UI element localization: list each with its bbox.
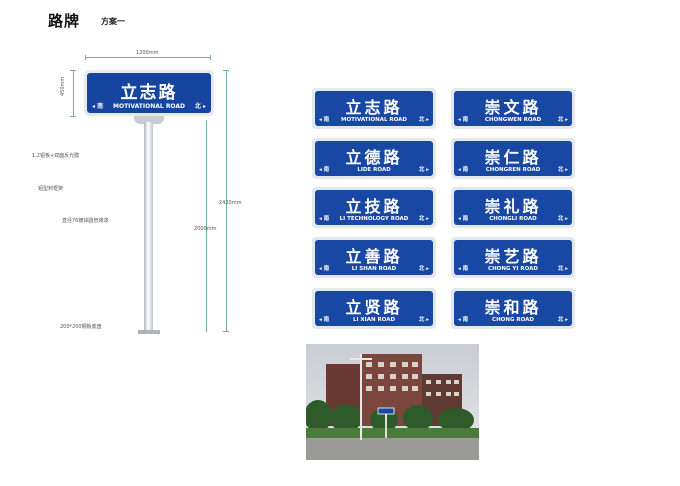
sign-name-en: CHONG YI ROAD <box>488 266 538 272</box>
sign-direction-right: 北 ▸ <box>557 317 568 323</box>
sign-direction-left: ◂ 南 <box>458 317 469 323</box>
road-sign: 立志路 ◂ 南 MOTIVATIONAL ROAD 北 ▸ <box>312 88 436 129</box>
width-dimension-label: 1200mm <box>136 50 159 56</box>
sign-name-cn: 立志路 <box>345 98 403 117</box>
sign-direction-right: 北 ▸ <box>557 266 568 272</box>
sign-name-cn: 崇文路 <box>484 98 542 117</box>
sign-direction-left: ◂ 南 <box>319 216 330 222</box>
sign-name-cn: 崇仁路 <box>484 148 542 167</box>
sign-direction-right: 北 ▸ <box>418 317 429 323</box>
road-sign: 立贤路 ◂ 南 LI XIAN ROAD 北 ▸ <box>312 288 436 329</box>
sign-height-dimension-label: 450mm <box>60 76 66 96</box>
sign-name-en: CHONGREN ROAD <box>485 167 541 173</box>
sign-direction-left: ◂ 南 <box>319 167 330 173</box>
sign-direction-left: ◂ 南 <box>458 117 469 123</box>
road-sign: 立技路 ◂ 南 LI TECHNOLOGY ROAD 北 ▸ <box>312 187 436 228</box>
sign-direction-right: 北 ▸ <box>557 117 568 123</box>
sign-bracket <box>134 116 164 124</box>
sign-name-cn: 崇礼路 <box>484 197 542 216</box>
pole-spec-label: 直径76镀锌圆管烤漆 <box>62 218 109 224</box>
sign-direction-left: ◂ 南 <box>458 216 469 222</box>
dimension-tick <box>223 331 229 332</box>
frame-spec-label: 铝型材框架 <box>38 186 64 192</box>
road-sign: 立善路 ◂ 南 LI SHAN ROAD 北 ▸ <box>312 237 436 278</box>
sign-direction-right: 北 ▸ <box>557 167 568 173</box>
main-sign-direction-right: 北 ▸ <box>194 103 206 110</box>
page-title: 路牌 <box>48 12 81 30</box>
road-sign: 崇和路 ◂ 南 CHONG ROAD 北 ▸ <box>451 288 575 329</box>
pole-height-dimension-label: 2000mm <box>194 226 217 232</box>
road-sign: 崇艺路 ◂ 南 CHONG YI ROAD 北 ▸ <box>451 237 575 278</box>
panel-spec-label: 1.2铝板+双面反光膜 <box>32 153 80 159</box>
width-dimension-line <box>85 55 211 60</box>
sign-name-en: CHONGWEN ROAD <box>484 117 542 123</box>
sign-direction-left: ◂ 南 <box>319 117 330 123</box>
sign-name-en: LI XIAN ROAD <box>352 317 396 323</box>
sign-direction-left: ◂ 南 <box>319 317 330 323</box>
site-photo <box>306 344 479 460</box>
sign-name-en: CHONG ROAD <box>492 317 534 323</box>
road-sign: 立德路 ◂ 南 LIDE ROAD 北 ▸ <box>312 138 436 179</box>
sign-direction-right: 北 ▸ <box>418 167 429 173</box>
main-sign-name-cn: 立志路 <box>120 83 178 103</box>
sign-name-en: LIDE ROAD <box>357 167 391 173</box>
main-sign-name-en: MOTIVATIONAL ROAD <box>113 103 185 110</box>
road-sign: 崇仁路 ◂ 南 CHONGREN ROAD 北 ▸ <box>451 138 575 179</box>
main-sign-direction-left: ◂ 南 <box>92 103 104 110</box>
dimension-tick <box>70 116 76 117</box>
sign-direction-right: 北 ▸ <box>418 266 429 272</box>
dimension-tick <box>70 70 76 71</box>
pole-base-plate <box>138 330 160 334</box>
sign-name-en: LI TECHNOLOGY ROAD <box>339 216 409 222</box>
page-subtitle: 方案一 <box>101 17 125 26</box>
sign-name-cn: 崇艺路 <box>484 247 542 266</box>
sign-pole <box>144 122 153 332</box>
total-height-dimension-line <box>226 70 227 332</box>
sign-name-cn: 立贤路 <box>345 298 403 317</box>
sign-direction-left: ◂ 南 <box>458 266 469 272</box>
sign-name-en: CHONGLI ROAD <box>489 216 537 222</box>
main-road-sign: 立志路 ◂ 南 MOTIVATIONAL ROAD 北 ▸ <box>84 70 214 116</box>
sign-name-cn: 立善路 <box>345 247 403 266</box>
sign-name-cn: 立技路 <box>345 197 403 216</box>
dimension-tick <box>223 70 229 71</box>
sign-direction-right: 北 ▸ <box>418 117 429 123</box>
sign-direction-left: ◂ 南 <box>319 266 330 272</box>
sign-direction-right: 北 ▸ <box>418 216 429 222</box>
sign-name-cn: 崇和路 <box>484 298 542 317</box>
sign-name-en: LI SHAN ROAD <box>351 266 397 272</box>
sign-height-dimension-line <box>73 70 74 116</box>
sign-direction-right: 北 ▸ <box>557 216 568 222</box>
pole-height-dimension-line <box>206 120 207 332</box>
sign-name-en: MOTIVATIONAL ROAD <box>341 117 407 123</box>
road-sign: 崇文路 ◂ 南 CHONGWEN ROAD 北 ▸ <box>451 88 575 129</box>
road-sign: 崇礼路 ◂ 南 CHONGLI ROAD 北 ▸ <box>451 187 575 228</box>
total-height-dimension-label: 2420mm <box>219 200 242 206</box>
sign-name-cn: 立德路 <box>345 148 403 167</box>
base-spec-label: 200*200钢板底盘 <box>60 324 102 330</box>
sign-direction-left: ◂ 南 <box>458 167 469 173</box>
main-sign-panel: 立志路 ◂ 南 MOTIVATIONAL ROAD 北 ▸ <box>87 73 211 113</box>
